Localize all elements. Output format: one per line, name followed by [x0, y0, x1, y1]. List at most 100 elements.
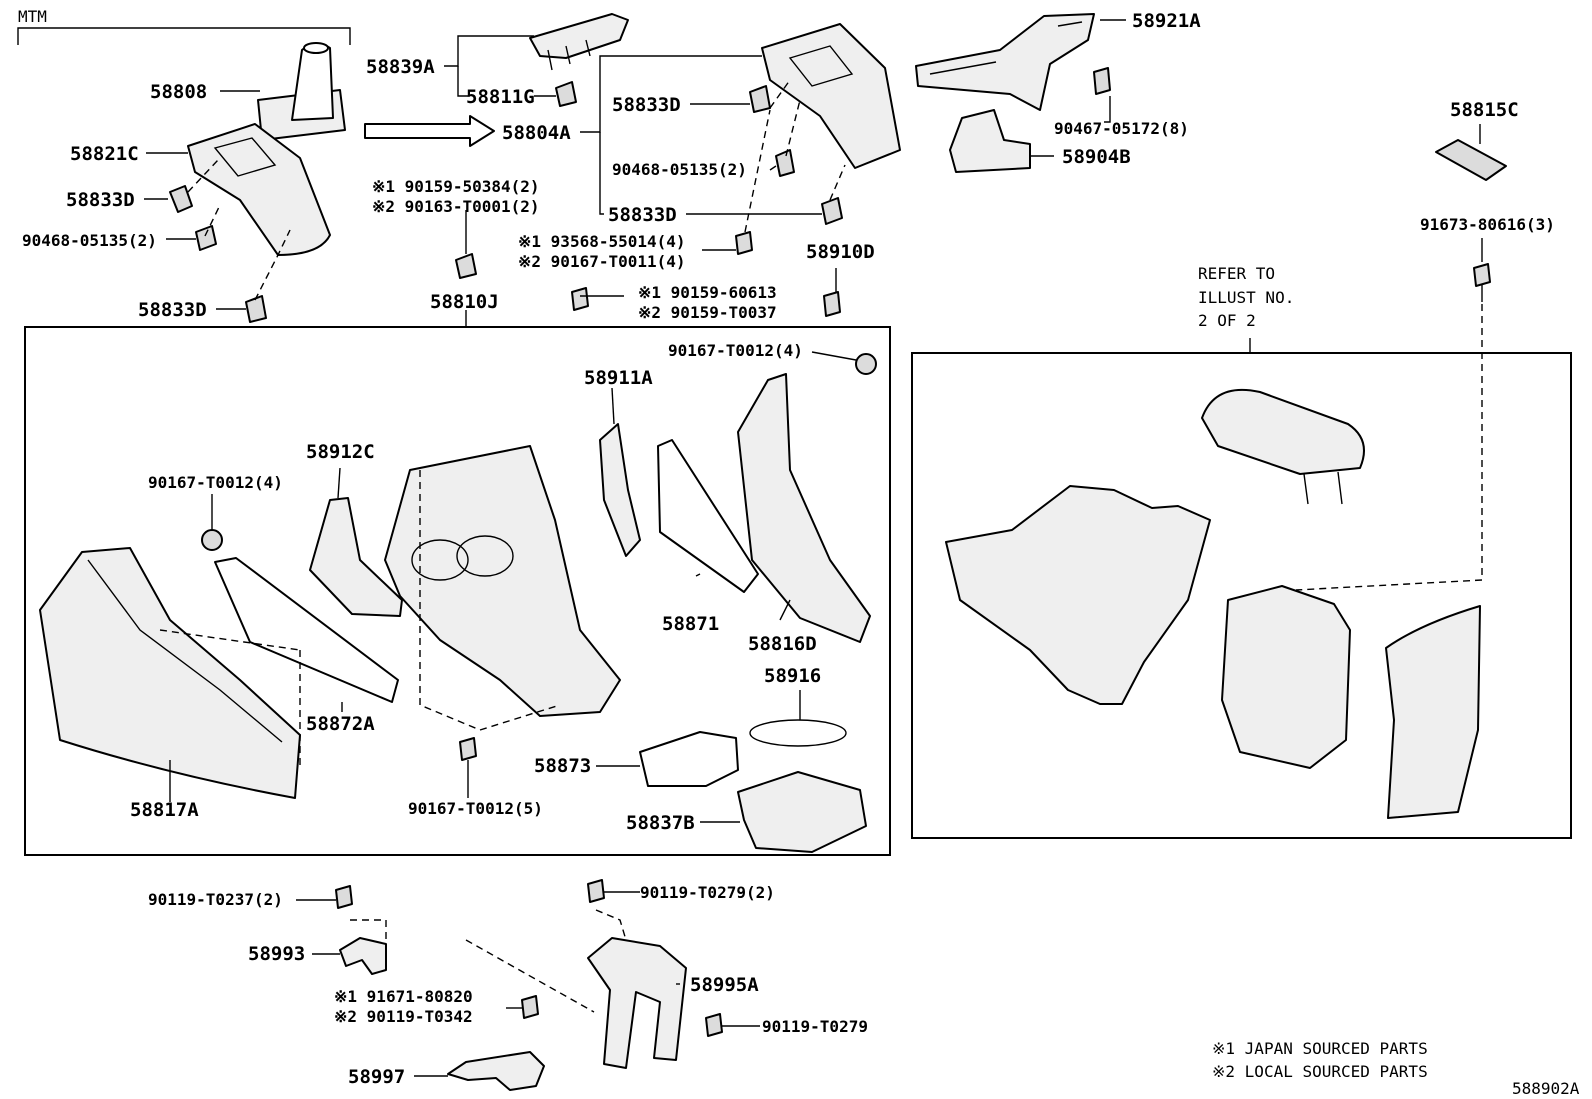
clip-90159-50384: [455, 253, 477, 279]
label-90468-b: 90468-05135(2): [612, 160, 747, 179]
refer-line-1: REFER TO: [1198, 264, 1275, 283]
panel-58872A: [214, 557, 399, 703]
label-91671: ※1 91671-80820: [334, 987, 473, 1006]
bracket-58912C: [309, 497, 403, 617]
bolt-90119-T0279-2: [587, 879, 605, 903]
bracket-58997: [447, 1051, 545, 1091]
pad-58815C: [1435, 139, 1507, 181]
trim-58911A: [599, 423, 641, 557]
label-58916: 58916: [764, 665, 821, 687]
label-90119-T0237: 90119-T0237(2): [148, 890, 283, 909]
label-90167-T0011: ※2 90167-T0011(4): [518, 252, 686, 271]
label-93568: ※1 93568-55014(4): [518, 232, 686, 251]
label-58816D: 58816D: [748, 633, 817, 655]
label-58810J: 58810J: [430, 291, 499, 313]
label-58804A: 58804A: [502, 122, 571, 144]
bezel-58821C: [187, 123, 331, 256]
refer-line-3: 2 OF 2: [1198, 311, 1256, 330]
bolt-90119-T0279: [705, 1013, 723, 1037]
rear-panel: [1385, 605, 1481, 819]
clip-90468-a: [195, 225, 217, 251]
label-90167-T0012-top: 90167-T0012(4): [668, 341, 803, 360]
legend-japan: ※1 JAPAN SOURCED PARTS: [1212, 1039, 1428, 1058]
label-58833D-c: 58833D: [612, 94, 681, 116]
bracket-58839A: [529, 13, 629, 71]
clip-58833D-c: [749, 85, 771, 113]
refer-group-box: [911, 352, 1572, 839]
label-58833D-b: 58833D: [138, 299, 207, 321]
direction-arrow: [364, 115, 495, 147]
label-58817A: 58817A: [130, 799, 199, 821]
label-58993: 58993: [248, 943, 305, 965]
screw-93568: [735, 231, 753, 255]
bracket-58995A: [587, 937, 687, 1069]
armrest-lid: [1201, 388, 1365, 505]
holder-58837B: [737, 771, 867, 853]
label-58911A: 58911A: [584, 367, 653, 389]
label-58833D-d: 58833D: [608, 204, 677, 226]
label-90159-T0037: ※2 90159-T0037: [638, 303, 777, 322]
bracket-58993: [339, 937, 387, 975]
bolt-91671: [521, 995, 539, 1019]
label-58997: 58997: [348, 1066, 405, 1088]
screw-90167-top: [855, 353, 877, 375]
label-90467: 90467-05172(8): [1054, 119, 1189, 138]
label-58815C: 58815C: [1450, 99, 1519, 121]
label-58833D-a: 58833D: [66, 189, 135, 211]
label-58995A: 58995A: [690, 974, 759, 996]
label-58872A: 58872A: [306, 713, 375, 735]
diagram-id: 588902A: [1512, 1079, 1580, 1098]
label-90119-T0342: ※2 90119-T0342: [334, 1007, 473, 1026]
screw-90167-left: [201, 529, 223, 551]
legend-local: ※2 LOCAL SOURCED PARTS: [1212, 1062, 1428, 1081]
label-90159-60613: ※1 90159-60613: [638, 283, 777, 302]
support-58904B: [949, 109, 1031, 173]
clip-58833D-d: [821, 197, 843, 225]
label-58904B: 58904B: [1062, 146, 1131, 168]
main-group-box: [24, 326, 891, 856]
label-58912C: 58912C: [306, 441, 375, 463]
label-58921A: 58921A: [1132, 10, 1201, 32]
label-58871: 58871: [662, 613, 719, 635]
clip-90468-b: [775, 149, 795, 177]
label-58821C: 58821C: [70, 143, 139, 165]
side-58816D: [737, 373, 871, 643]
bolt-91673: [1473, 263, 1491, 302]
label-91673: 91673-80616(3): [1420, 215, 1555, 234]
shift-panel-58804A: [761, 23, 901, 169]
label-58839A: 58839A: [366, 56, 435, 78]
clip-58833D-b: [245, 295, 267, 323]
shift-boot-58808: [257, 42, 346, 141]
label-90468-a: 90468-05135(2): [22, 231, 157, 250]
label-58910D: 58910D: [806, 241, 875, 263]
label-90119-T0279: 90119-T0279: [762, 1017, 868, 1036]
refer-line-2: ILLUST NO.: [1198, 288, 1294, 307]
clip-58910D: [823, 291, 841, 317]
console-body-58810J: [384, 445, 621, 717]
label-58811G: 58811G: [466, 86, 535, 108]
screw-90167-bottom: [459, 737, 477, 761]
label-90167-T0012-5: 90167-T0012(5): [408, 799, 543, 818]
panel-58871: [657, 439, 759, 593]
clip-90467: [1093, 67, 1111, 95]
label-58808: 58808: [150, 81, 207, 103]
label-90159-50384: ※1 90159-50384(2): [372, 177, 540, 196]
clip-58833D-a: [169, 185, 193, 213]
clip-58811G: [555, 81, 577, 107]
label-58873: 58873: [534, 755, 591, 777]
mtm-bracket: [17, 27, 351, 45]
mat-58916: [749, 719, 847, 747]
tray-58873: [639, 731, 739, 787]
inner-box: [1221, 585, 1351, 769]
mtm-label: MTM: [18, 7, 47, 26]
bolt-90119-T0237: [335, 885, 353, 909]
label-90163: ※2 90163-T0001(2): [372, 197, 540, 216]
label-90119-T0279-2: 90119-T0279(2): [640, 883, 775, 902]
bolt-90159-60613: [571, 287, 589, 311]
bracket-58921A: [915, 13, 1095, 111]
console-box: [945, 485, 1211, 705]
console-side-58817A: [39, 547, 301, 799]
label-90167-T0012-left: 90167-T0012(4): [148, 473, 283, 492]
label-58837B: 58837B: [626, 812, 695, 834]
